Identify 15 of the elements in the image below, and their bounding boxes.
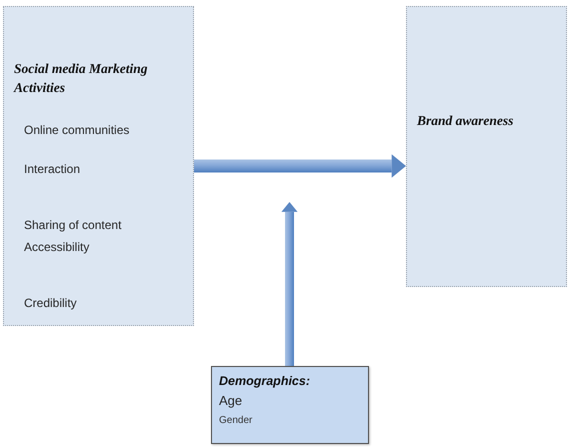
moderator-box — [211, 366, 369, 444]
list-item: Online communities — [24, 122, 130, 138]
list-item: Credibility — [24, 295, 77, 311]
concept-box — [3, 6, 194, 326]
list-item: Interaction — [24, 161, 80, 177]
box-heading: Brand awareness — [417, 112, 514, 130]
list-item: Gender — [219, 414, 252, 427]
list-item: Accessibility — [24, 239, 90, 255]
box-heading: Demographics: — [219, 373, 310, 389]
list-item: Age — [219, 393, 242, 409]
block-arrow — [194, 154, 406, 178]
block-arrow — [281, 202, 298, 366]
list-item: Sharing of content — [24, 217, 122, 233]
box-heading: Social media Marketing Activities — [14, 60, 149, 97]
concept-box — [406, 6, 567, 287]
